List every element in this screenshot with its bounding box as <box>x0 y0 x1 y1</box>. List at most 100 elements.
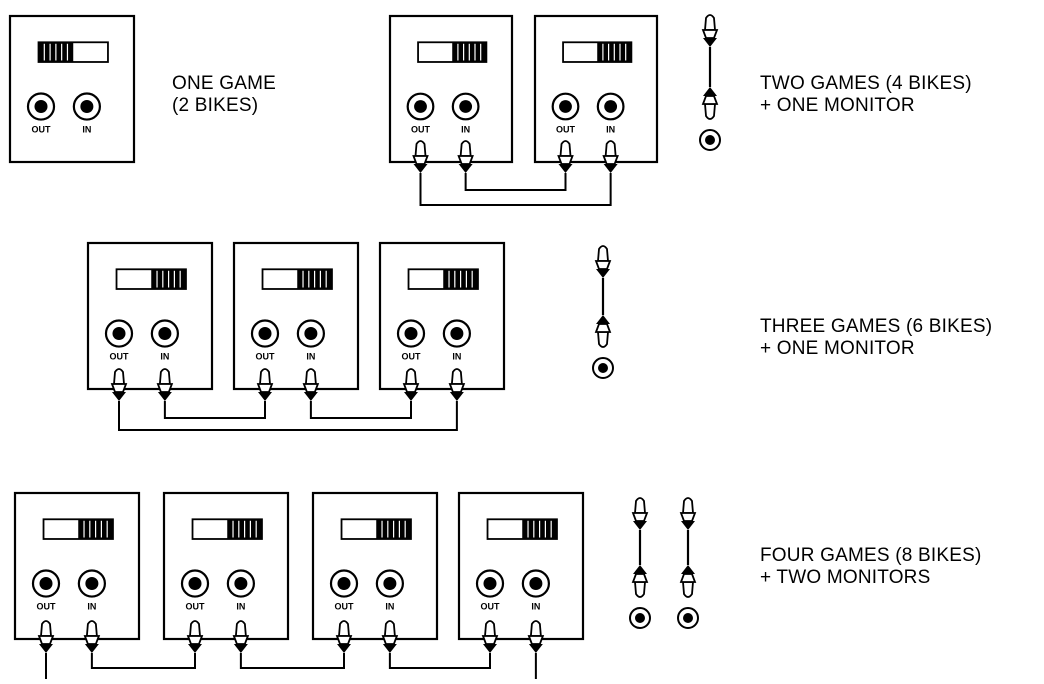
plug-strain-relief <box>603 164 618 173</box>
in-label: IN <box>87 602 96 612</box>
rca-plug <box>701 87 719 120</box>
out-label: OUT <box>110 352 130 362</box>
plug-body <box>412 155 429 165</box>
plug-body <box>37 635 55 645</box>
plug-body <box>679 573 697 583</box>
rca-plug <box>481 620 499 653</box>
link-wire <box>90 653 196 669</box>
rca-plug <box>110 368 128 401</box>
jack-socket <box>404 327 418 341</box>
plug-body <box>335 635 353 645</box>
caption-line-2: + TWO MONITORS <box>760 567 931 588</box>
plug-strain-relief <box>449 392 464 401</box>
plug-strain-relief <box>681 565 695 574</box>
monitor-cable <box>629 497 651 629</box>
outer-loop-wire <box>118 401 458 431</box>
caption-four-games: FOUR GAMES (8 BIKES) + TWO MONITORS <box>760 545 981 589</box>
plug-strain-relief <box>157 392 172 401</box>
jack-socket <box>450 327 464 341</box>
out-jack <box>406 92 435 121</box>
outer-loop-wire <box>419 173 612 206</box>
link-wire <box>388 653 491 669</box>
rca-plug <box>631 565 649 598</box>
plug-strain-relief <box>681 521 695 530</box>
plug-tip <box>459 140 472 157</box>
out-jack <box>104 319 134 348</box>
in-jack <box>150 319 180 348</box>
jack-socket <box>258 327 272 341</box>
in-label: IN <box>606 124 615 134</box>
plug-body <box>527 635 545 645</box>
plug-body <box>594 323 612 333</box>
plug-strain-relief <box>528 644 543 653</box>
out-jack <box>396 319 426 348</box>
jack-socket <box>529 577 543 591</box>
link-wire <box>464 173 567 191</box>
panel-frame <box>378 241 506 391</box>
monitor-socket <box>705 135 715 145</box>
plug-strain-relief <box>458 164 473 173</box>
in-jack <box>72 92 102 121</box>
plug-strain-relief <box>188 644 202 653</box>
in-jack <box>77 569 107 598</box>
plug-body <box>256 383 274 393</box>
caption-two-games: TWO GAMES (4 BIKES) + ONE MONITOR <box>760 73 972 117</box>
link-wire <box>163 401 266 419</box>
caption-line-2: + ONE MONITOR <box>760 338 915 359</box>
daisy-chain-cable <box>37 620 545 679</box>
out-label: OUT <box>335 602 355 612</box>
rca-plug <box>594 315 612 348</box>
monitor-cable <box>677 497 699 629</box>
toggle-switch <box>261 268 333 290</box>
in-jack <box>226 569 256 598</box>
plug-strain-relief <box>39 644 53 653</box>
toggle-switch <box>37 41 109 63</box>
jack-socket <box>39 577 53 591</box>
out-label: OUT <box>411 124 431 134</box>
plug-body <box>186 635 204 645</box>
in-label: IN <box>385 602 394 612</box>
rca-plug <box>701 14 719 47</box>
caption-line-1: FOUR GAMES (8 BIKES) <box>760 545 982 566</box>
jack-socket <box>158 327 172 341</box>
out-jack <box>31 569 61 598</box>
jack-socket <box>112 327 126 341</box>
in-label: IN <box>452 352 461 362</box>
monitor-socket <box>598 363 608 373</box>
rca-plug <box>381 620 399 653</box>
rca-plug <box>557 140 574 173</box>
in-label: IN <box>82 125 91 135</box>
daisy-chain-cable <box>110 368 466 431</box>
plug-strain-relief <box>404 392 418 401</box>
in-jack <box>451 92 480 121</box>
plug-strain-relief <box>303 392 318 401</box>
out-label: OUT <box>37 602 57 612</box>
in-jack <box>296 319 326 348</box>
jack-socket <box>383 577 397 591</box>
plug-body <box>631 512 649 522</box>
plug-body <box>557 155 574 165</box>
plug-body <box>602 155 619 165</box>
panel-frame <box>162 491 290 641</box>
plug-strain-relief <box>703 87 717 96</box>
panel-frame <box>86 241 214 391</box>
monitor-socket <box>683 613 693 623</box>
jack-socket <box>337 577 351 591</box>
plug-strain-relief <box>233 644 248 653</box>
plug-strain-relief <box>382 644 397 653</box>
plug-strain-relief <box>483 644 497 653</box>
plug-tip <box>450 368 463 385</box>
out-jack <box>551 92 580 121</box>
jack-socket <box>414 100 427 113</box>
panel-frame <box>457 491 585 641</box>
monitor-cable <box>699 14 721 151</box>
plug-strain-relief <box>84 644 99 653</box>
panel-frame <box>533 14 659 164</box>
in-label: IN <box>160 352 169 362</box>
rca-plug <box>448 368 466 401</box>
plug-strain-relief <box>596 269 610 278</box>
panel-frame <box>388 14 514 164</box>
